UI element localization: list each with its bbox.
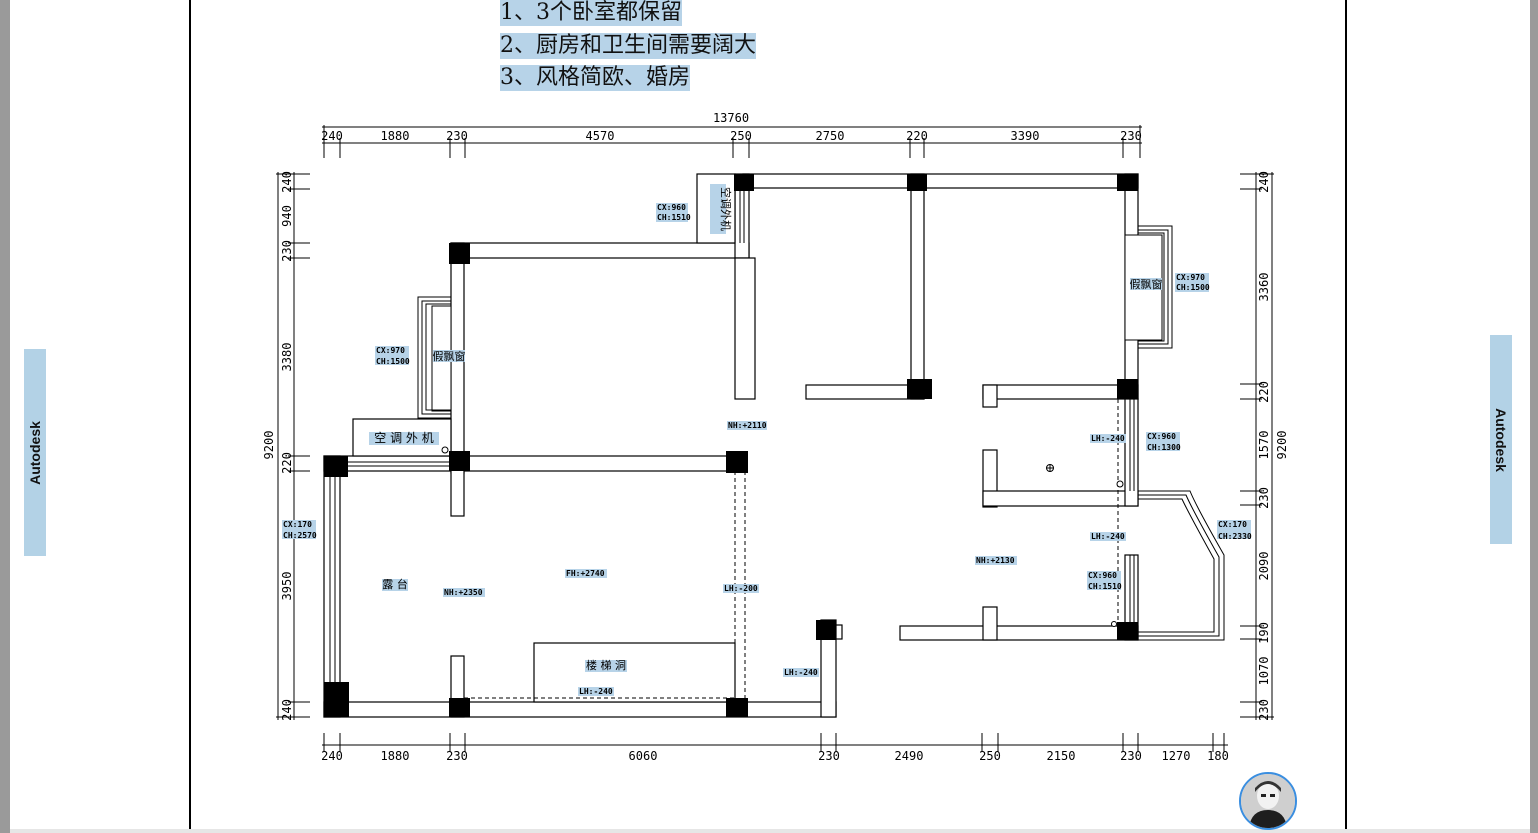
svg-text:LH:-200: LH:-200 bbox=[724, 584, 758, 593]
svg-text:LH:-240: LH:-240 bbox=[1091, 532, 1125, 541]
dimension-lines bbox=[276, 125, 1274, 752]
svg-text:240: 240 bbox=[321, 129, 343, 143]
svg-text:LH:-240: LH:-240 bbox=[784, 668, 818, 677]
svg-text:9200: 9200 bbox=[1275, 431, 1289, 460]
autodesk-side-tab-left[interactable]: Autodesk bbox=[24, 349, 46, 556]
svg-text:3360: 3360 bbox=[1257, 273, 1271, 302]
svg-text:230: 230 bbox=[446, 129, 468, 143]
svg-text:2090: 2090 bbox=[1257, 552, 1271, 581]
walls bbox=[323, 173, 1139, 718]
svg-text:CH:2330: CH:2330 bbox=[1218, 532, 1252, 541]
svg-text:2490: 2490 bbox=[895, 749, 924, 763]
requirement-note-2: 2、厨房和卫生间需要阔大 bbox=[500, 33, 756, 59]
svg-text:230: 230 bbox=[1120, 749, 1142, 763]
requirement-note-1: 1、3个卧室都保留 bbox=[500, 0, 682, 26]
svg-text:4570: 4570 bbox=[586, 129, 615, 143]
svg-text:CH:1500: CH:1500 bbox=[376, 357, 410, 366]
room-labels: 空调外机 空 调 外 机 假飘窗 假飘窗 露 台 楼 梯 洞 bbox=[374, 187, 1162, 672]
svg-text:220: 220 bbox=[1257, 381, 1271, 403]
right-ticks bbox=[1240, 173, 1274, 718]
svg-text:220: 220 bbox=[280, 452, 294, 474]
svg-text:1570: 1570 bbox=[1257, 431, 1271, 460]
svg-text:CX:170: CX:170 bbox=[1218, 520, 1247, 529]
svg-text:FH:+2740: FH:+2740 bbox=[566, 569, 605, 578]
svg-text:230: 230 bbox=[1257, 699, 1271, 721]
svg-text:CX:960: CX:960 bbox=[657, 203, 686, 212]
svg-text:1880: 1880 bbox=[381, 129, 410, 143]
svg-text:1070: 1070 bbox=[1257, 657, 1271, 686]
dimension-text: 13760 240 1880 230 4570 250 2750 220 339… bbox=[321, 111, 1229, 763]
annotations: CX:960 CH:1510 CX:970 CH:1500 CX:970 CH:… bbox=[282, 203, 1252, 696]
stairwell-label: 楼 梯 洞 bbox=[586, 658, 626, 672]
svg-text:940: 940 bbox=[280, 205, 294, 227]
svg-text:CX:170: CX:170 bbox=[283, 520, 312, 529]
svg-text:240: 240 bbox=[280, 699, 294, 721]
svg-text:9200: 9200 bbox=[262, 431, 276, 460]
svg-text:CH:1300: CH:1300 bbox=[1147, 443, 1181, 452]
page-border-left bbox=[189, 0, 191, 833]
bay-window-left-label: 假飘窗 bbox=[433, 349, 466, 363]
svg-text:2150: 2150 bbox=[1047, 749, 1076, 763]
columns bbox=[324, 174, 1138, 717]
svg-text:CX:970: CX:970 bbox=[376, 346, 405, 355]
svg-text:CH:1510: CH:1510 bbox=[657, 213, 691, 222]
svg-text:230: 230 bbox=[1120, 129, 1142, 143]
autodesk-side-tab-right[interactable]: Autodesk bbox=[1490, 335, 1512, 544]
left-ticks bbox=[276, 173, 310, 718]
avatar-portrait-icon bbox=[1241, 774, 1295, 828]
svg-text:NH:+2350: NH:+2350 bbox=[444, 588, 483, 597]
svg-text:230: 230 bbox=[818, 749, 840, 763]
user-avatar[interactable] bbox=[1239, 772, 1297, 830]
svg-text:3950: 3950 bbox=[280, 572, 294, 601]
svg-text:1270: 1270 bbox=[1162, 749, 1191, 763]
svg-text:LH:-240: LH:-240 bbox=[1091, 434, 1125, 443]
viewer-right-gutter bbox=[1530, 0, 1538, 833]
bottom-ticks bbox=[323, 733, 1225, 752]
symbols bbox=[441, 446, 1124, 627]
svg-text:CX:970: CX:970 bbox=[1176, 273, 1205, 282]
ac-unit-top-label: 空调外机 bbox=[719, 187, 733, 231]
svg-text:2750: 2750 bbox=[816, 129, 845, 143]
svg-text:240: 240 bbox=[321, 749, 343, 763]
svg-text:NH:+2110: NH:+2110 bbox=[728, 421, 767, 430]
top-ticks bbox=[339, 138, 1124, 158]
label-highlights bbox=[369, 184, 1162, 672]
svg-text:220: 220 bbox=[906, 129, 928, 143]
svg-text:190: 190 bbox=[1257, 622, 1271, 644]
requirement-note-3: 3、风格简欧、婚房 bbox=[500, 65, 690, 91]
svg-text:CH:2570: CH:2570 bbox=[283, 531, 317, 540]
balcony-label: 露 台 bbox=[382, 577, 408, 591]
svg-text:3390: 3390 bbox=[1011, 129, 1040, 143]
svg-text:NH:+2130: NH:+2130 bbox=[976, 556, 1015, 565]
svg-text:240: 240 bbox=[1257, 171, 1271, 193]
svg-text:3380: 3380 bbox=[280, 343, 294, 372]
svg-text:CX:960: CX:960 bbox=[1147, 432, 1176, 441]
svg-text:180: 180 bbox=[1207, 749, 1229, 763]
svg-text:250: 250 bbox=[979, 749, 1001, 763]
viewer-left-gutter bbox=[0, 0, 10, 833]
dim-overall: 13760 bbox=[713, 111, 749, 125]
svg-text:230: 230 bbox=[280, 240, 294, 262]
svg-text:CX:960: CX:960 bbox=[1088, 571, 1117, 580]
page-border-right bbox=[1345, 0, 1347, 833]
svg-text:6060: 6060 bbox=[629, 749, 658, 763]
svg-text:CH:1500: CH:1500 bbox=[1176, 283, 1210, 292]
dimension-text-vertical: 240 940 230 3380 220 3950 240 9200 240 3… bbox=[262, 171, 1289, 721]
svg-text:250: 250 bbox=[730, 129, 752, 143]
svg-text:230: 230 bbox=[1257, 487, 1271, 509]
ac-unit-left-label: 空 调 外 机 bbox=[374, 431, 433, 445]
svg-text:230: 230 bbox=[446, 749, 468, 763]
bay-window-right-label: 假飘窗 bbox=[1130, 277, 1163, 291]
svg-text:1880: 1880 bbox=[381, 749, 410, 763]
viewer-bottom-bar bbox=[10, 829, 1530, 833]
svg-text:CH:1510: CH:1510 bbox=[1088, 582, 1122, 591]
svg-text:240: 240 bbox=[280, 171, 294, 193]
svg-text:LH:-240: LH:-240 bbox=[579, 687, 613, 696]
